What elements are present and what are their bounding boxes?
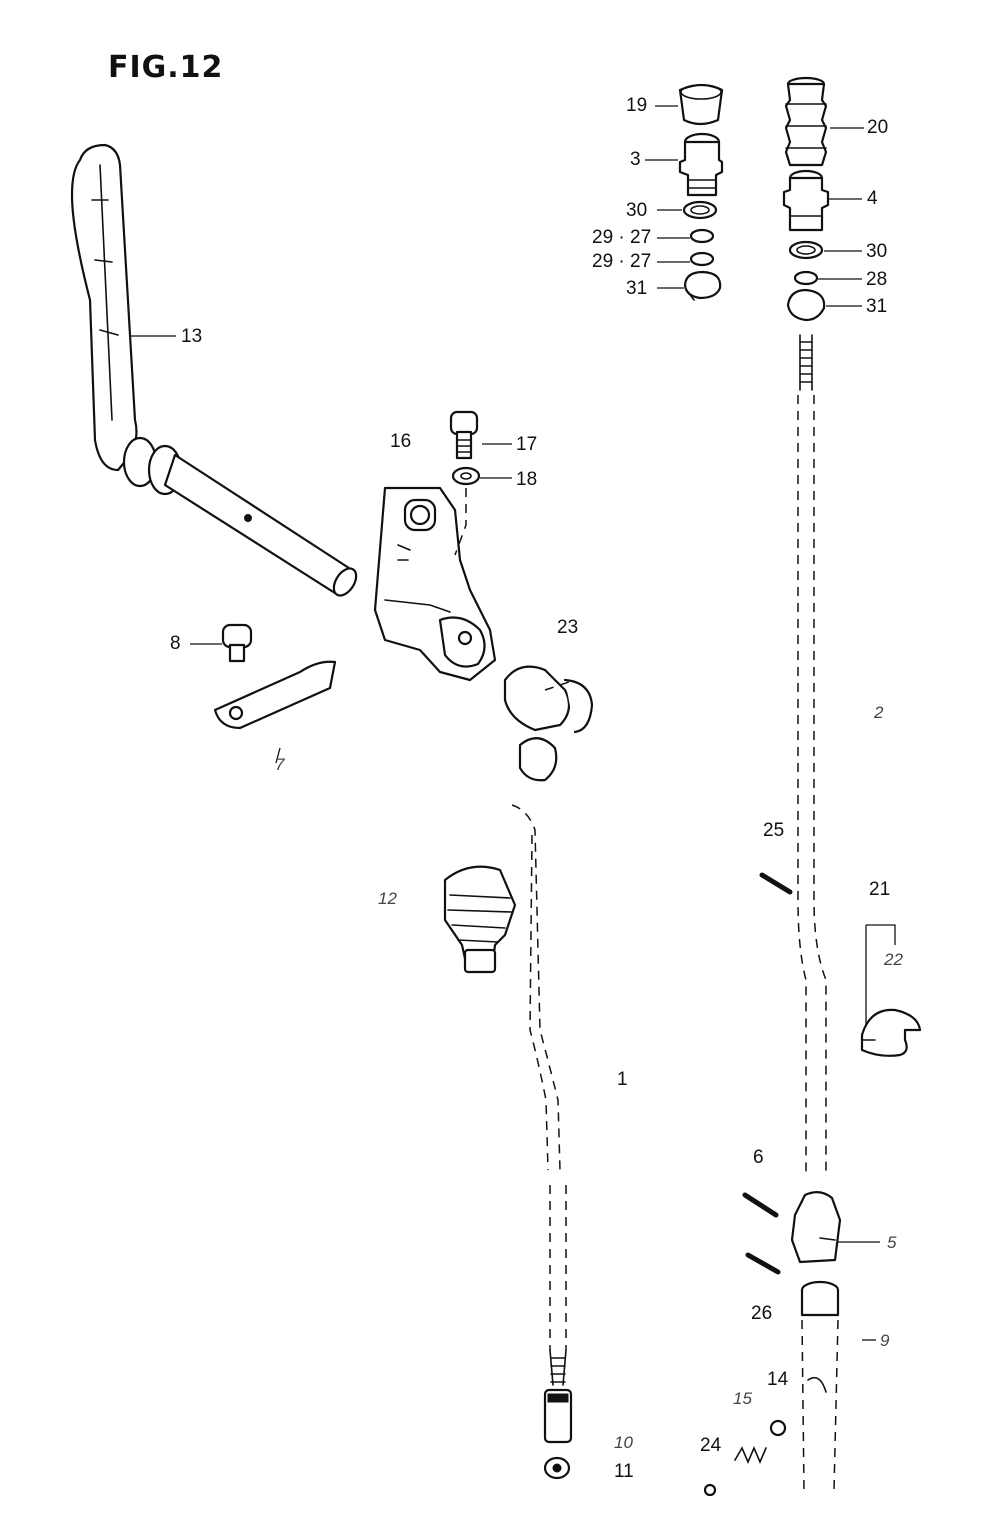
lower-tube-9 (800, 1280, 840, 1491)
part-label-6: 6 (753, 1147, 764, 1168)
circlip-31-right (786, 288, 826, 322)
shift-lever-handle (70, 143, 358, 597)
part-label-25: 25 (763, 820, 785, 841)
part-label-14: 14 (767, 1369, 789, 1390)
part-label-29-27-lower: 29 · 27 (592, 251, 652, 272)
part-label-8: 8 (170, 633, 181, 654)
joint-10 (543, 1388, 573, 1444)
ring-29-27-lower (689, 251, 715, 267)
part-label-12: 12 (378, 889, 397, 908)
ball-14 (769, 1419, 787, 1437)
figure-title: FIG.12 (108, 50, 224, 85)
part-label-10: 10 (614, 1433, 633, 1452)
part-label-11: 11 (614, 1461, 634, 1482)
part-label-7: 7 (275, 755, 285, 774)
collar-4 (782, 169, 830, 232)
part-label-3: 3 (630, 149, 641, 170)
part-label-15: 15 (733, 1389, 752, 1408)
part-label-17: 17 (516, 434, 538, 455)
circlip-31-left (683, 270, 722, 301)
shift-rod-2 (797, 334, 827, 1175)
part-label-9: 9 (880, 1331, 890, 1350)
part-label-26: 26 (751, 1303, 773, 1324)
pin-25 (759, 872, 793, 895)
part-label-30-right: 30 (866, 241, 888, 262)
plunger-24 (703, 1483, 717, 1497)
boot-12 (443, 865, 517, 974)
leader-lines (130, 105, 880, 1341)
part-label-18: 18 (516, 469, 538, 490)
spring-15 (734, 1445, 767, 1465)
part-label-30-left: 30 (626, 200, 648, 221)
part-label-4: 4 (867, 188, 878, 209)
o-ring-30-left (682, 200, 718, 220)
o-ring-30-right (788, 240, 824, 260)
plate-7 (213, 660, 337, 730)
cap-19 (678, 83, 724, 126)
part-label-1: 1 (617, 1069, 628, 1090)
bolt-17 (449, 410, 479, 460)
part-label-21: 21 (869, 879, 891, 900)
shift-bracket (373, 486, 497, 682)
joint-5 (790, 1191, 842, 1264)
nut-11 (543, 1456, 571, 1480)
part-label-31-left: 31 (626, 278, 648, 299)
ring-28 (793, 270, 819, 286)
pin-6 (742, 1192, 779, 1218)
shift-rod-1 (511, 804, 567, 1386)
part-label-29-27-upper: 29 · 27 (592, 227, 652, 248)
part-label-2: 2 (874, 703, 884, 722)
part-label-23: 23 (557, 617, 579, 638)
collar-3 (678, 132, 724, 197)
part-label-13: 13 (181, 326, 203, 347)
part-label-31-right: 31 (866, 296, 888, 317)
clamp-21-22 (860, 924, 922, 1057)
ring-29-27-upper (689, 228, 715, 244)
part-label-16: 16 (390, 431, 412, 452)
clip-23 (503, 665, 594, 782)
pin-26 (745, 1252, 781, 1275)
bolt-8 (221, 623, 253, 663)
boot-20 (784, 76, 828, 167)
part-label-5: 5 (887, 1233, 897, 1252)
part-label-28: 28 (866, 269, 888, 290)
washer-18 (451, 466, 481, 486)
part-label-24: 24 (700, 1435, 722, 1456)
part-label-20: 20 (867, 117, 889, 138)
part-label-22: 22 (884, 950, 903, 969)
part-label-19: 19 (626, 95, 648, 116)
